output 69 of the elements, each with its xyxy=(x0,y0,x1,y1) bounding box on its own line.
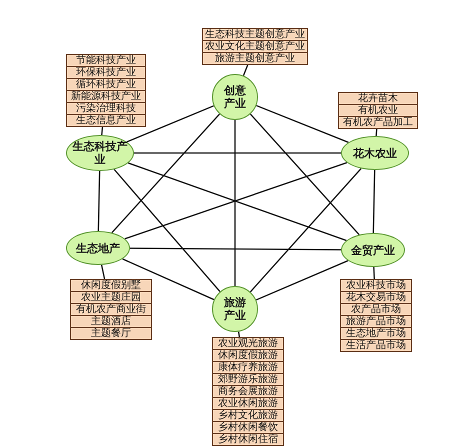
connector-line xyxy=(122,258,214,300)
list-item: 旅游产品市场 xyxy=(341,315,411,327)
connector-line xyxy=(256,260,348,301)
item-list-box xyxy=(212,337,284,446)
item-list-box xyxy=(338,92,418,129)
category-ellipse xyxy=(66,135,134,171)
list-item: 康体疗养旅游 xyxy=(213,361,283,373)
connector-line xyxy=(250,168,362,292)
item-list-box xyxy=(66,54,146,127)
category-label: 生态科技产业 xyxy=(71,140,128,166)
list-item: 郊野游乐旅游 xyxy=(213,373,283,385)
category-label: 旅游产业 xyxy=(222,296,247,322)
connector-line xyxy=(101,126,104,136)
list-item: 生活产品市场 xyxy=(341,339,411,351)
category-ellipse xyxy=(341,136,409,170)
list-item: 农业主题庄园 xyxy=(71,291,151,303)
category-label: 创意产业 xyxy=(222,84,247,110)
list-item: 主题酒店 xyxy=(71,315,151,327)
connector-line xyxy=(238,332,240,338)
connector-line xyxy=(256,104,349,143)
category-label: 金贸产业 xyxy=(351,244,395,256)
connector-line xyxy=(114,168,220,292)
connector-line xyxy=(126,105,214,142)
list-item: 有机农产品加工 xyxy=(339,116,417,128)
list-item: 旅游主题创意产业 xyxy=(203,52,307,64)
list-item: 生态地产市场 xyxy=(341,327,411,339)
category-ellipse xyxy=(212,74,258,120)
list-item: 花木交易市场 xyxy=(341,291,411,303)
list-item: 农业文化主题创意产业 xyxy=(203,40,307,52)
connector-line xyxy=(372,170,376,234)
list-item: 农产品市场 xyxy=(341,303,411,315)
category-ellipse xyxy=(212,286,258,332)
item-list-box xyxy=(202,28,308,65)
connector-line xyxy=(134,152,341,154)
item-list-box xyxy=(70,279,152,340)
connector-line xyxy=(111,114,220,234)
list-item: 新能源科技产业 xyxy=(67,90,145,102)
connector-line xyxy=(373,266,375,280)
list-item: 有机农产商业街 xyxy=(71,303,151,315)
list-item: 农业休闲旅游 xyxy=(213,397,283,409)
list-item: 花卉苗木 xyxy=(339,93,417,104)
list-item: 污染治理科技 xyxy=(67,102,145,114)
connector-line xyxy=(234,120,236,286)
connector-line xyxy=(376,128,378,136)
list-item: 休闲度假别墅 xyxy=(71,280,151,291)
list-item: 循环科技产业 xyxy=(67,78,145,90)
category-ellipse xyxy=(66,231,130,265)
list-item: 生态科技主题创意产业 xyxy=(203,29,307,40)
connector-line xyxy=(242,64,248,76)
list-item: 主题餐厅 xyxy=(71,327,151,339)
connector-line xyxy=(100,264,106,280)
list-item: 商务会展旅游 xyxy=(213,385,283,397)
list-item: 环保科技产业 xyxy=(67,66,145,78)
list-item: 节能科技产业 xyxy=(67,55,145,66)
list-item: 生态信息产业 xyxy=(67,114,145,126)
list-item: 农业科技市场 xyxy=(341,280,411,291)
list-item: 有机农业 xyxy=(339,104,417,116)
list-item: 农业观光旅游 xyxy=(213,338,283,349)
category-label: 花木农业 xyxy=(353,146,397,160)
connector-line xyxy=(250,114,360,236)
connector-line xyxy=(130,248,341,250)
connector-line xyxy=(98,170,100,232)
list-item: 乡村休闲住宿 xyxy=(213,433,283,445)
list-item: 乡村休闲餐饮 xyxy=(213,421,283,433)
list-item: 乡村文化旅游 xyxy=(213,409,283,421)
item-list-box xyxy=(340,279,412,352)
list-item: 休闲度假旅游 xyxy=(213,349,283,361)
category-label: 生态地产 xyxy=(76,242,120,254)
category-ellipse xyxy=(341,233,405,267)
